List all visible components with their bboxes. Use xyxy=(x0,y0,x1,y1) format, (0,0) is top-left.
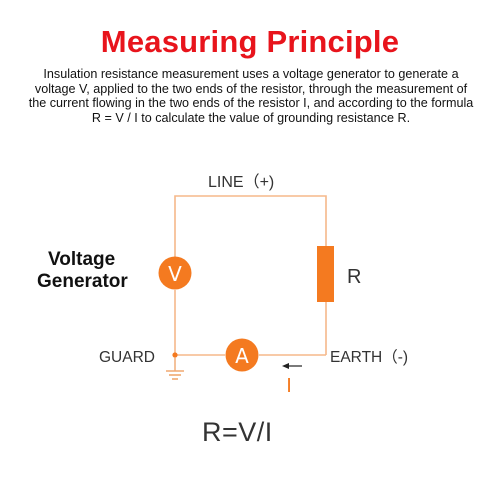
generator-label-line2: Generator xyxy=(37,271,128,292)
resistor-icon xyxy=(317,246,334,302)
voltage-generator-symbol: V xyxy=(168,262,182,286)
current-label: I xyxy=(286,375,292,397)
current-arrow-icon xyxy=(282,363,302,369)
ammeter-symbol: A xyxy=(235,344,249,368)
ground-icon xyxy=(166,370,184,380)
ammeter-icon xyxy=(225,338,259,372)
earth-label: EARTH（-) xyxy=(330,349,408,366)
guard-label: GUARD xyxy=(99,349,155,366)
page-title: Measuring Principle xyxy=(100,24,400,59)
generator-label-line1: Voltage xyxy=(48,249,115,270)
circuit-wire-top xyxy=(174,195,327,257)
formula-text: R=V/I xyxy=(202,417,273,447)
line-label: LINE（+) xyxy=(208,173,274,191)
resistor-label: R xyxy=(347,266,361,288)
guard-node-dot xyxy=(172,352,178,358)
voltage-generator-icon xyxy=(158,256,192,290)
description-paragraph: Insulation resistance measurement uses a… xyxy=(28,67,474,125)
